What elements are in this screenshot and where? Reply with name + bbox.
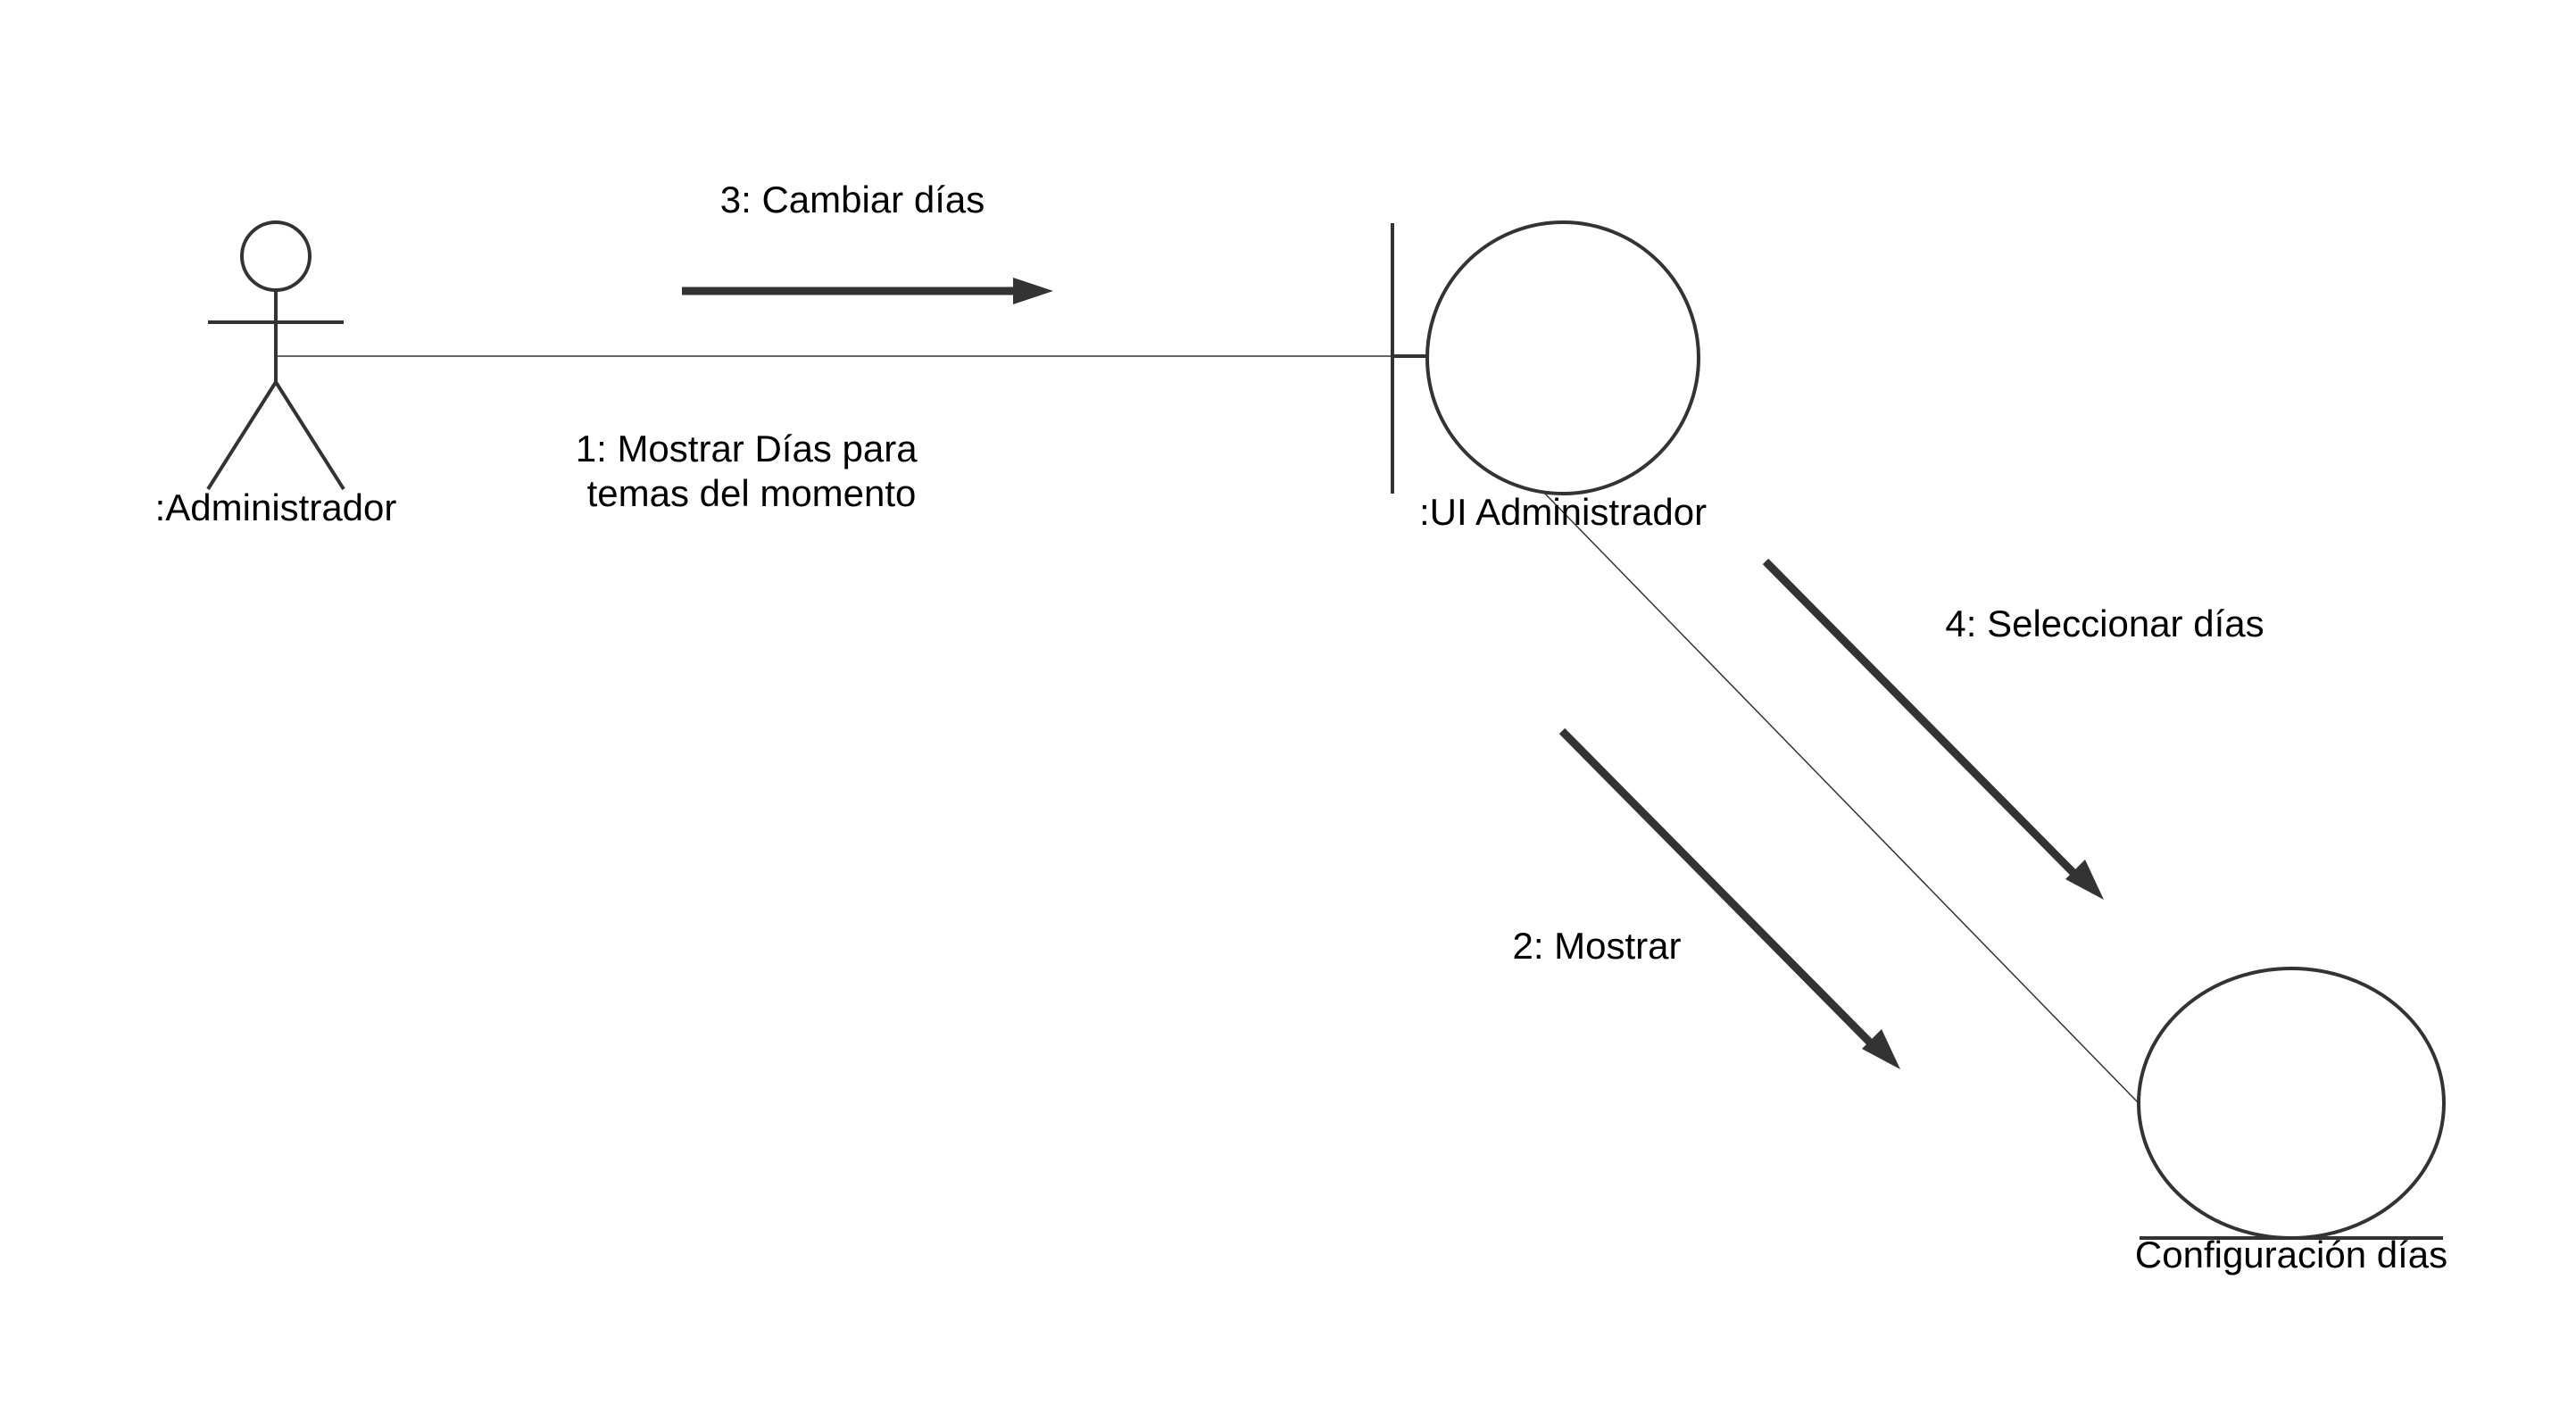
message-1-label: 1: Mostrar Días para temas del momento (576, 428, 927, 514)
entity-configuracion-dias[interactable]: Configuración días (2135, 967, 2447, 1276)
message-2-arrow (1558, 727, 1900, 1069)
message-2-label: 2: Mostrar (1512, 925, 1681, 967)
message-3-label: 3: Cambiar días (720, 179, 985, 220)
boundary-ui-administrador[interactable]: :UI Administrador (1391, 220, 1707, 533)
actor-left-leg (206, 380, 278, 491)
message-3-arrow (682, 278, 1053, 304)
actor-head (240, 220, 312, 292)
entity-label: Configuración días (2135, 1234, 2447, 1276)
entity-circle (2137, 967, 2446, 1240)
message-4-label: 4: Seleccionar días (1945, 602, 2264, 644)
boundary-label: :UI Administrador (1419, 491, 1707, 533)
actor-label: :Administrador (155, 486, 397, 528)
link-boundary-entity (1542, 491, 2140, 1104)
message-1-label-line-1: 1: Mostrar Días para (576, 428, 918, 470)
actor-right-leg (274, 380, 345, 491)
message-4-arrow (1762, 558, 2104, 900)
actor-administrador[interactable]: :Administrador (155, 220, 397, 528)
boundary-circle (1425, 220, 1700, 495)
message-1-label-line-2: temas del momento (587, 472, 917, 514)
